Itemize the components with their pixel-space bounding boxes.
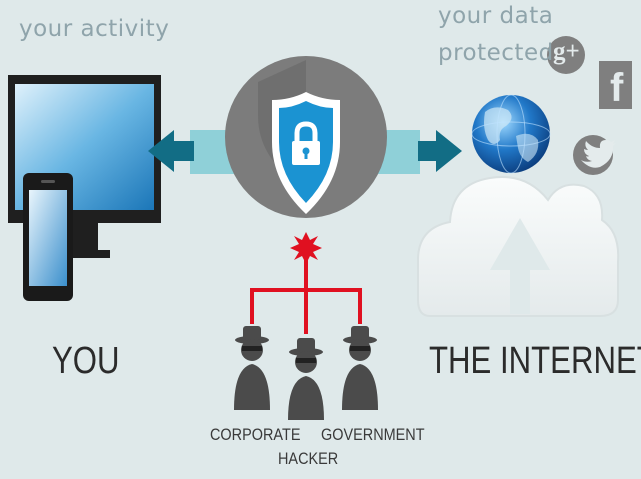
the-internet-label: THE INTERNET	[429, 340, 641, 382]
cloud-upload-icon	[417, 176, 620, 317]
government-label: GOVERNMENT	[321, 425, 425, 444]
facebook-icon	[599, 61, 632, 109]
you-label: YOU	[52, 340, 120, 382]
facebook-glyph: f	[610, 66, 624, 110]
government-spy-figure	[342, 326, 378, 410]
corporate-label: CORPORATE	[210, 425, 301, 444]
protected-label: protected	[438, 40, 554, 66]
smartphone-icon	[23, 173, 73, 301]
threat-connection-lines	[250, 232, 362, 334]
corporate-spy-figure	[234, 326, 270, 410]
shield-lock-icon	[225, 56, 387, 218]
hacker-spy-figure	[288, 338, 324, 420]
hacker-label: HACKER	[278, 449, 339, 468]
your-data-label: your data	[438, 3, 554, 29]
globe-icon	[471, 94, 551, 174]
twitter-icon	[573, 135, 616, 175]
your-activity-label: your activity	[19, 16, 170, 42]
google-plus-icon	[547, 36, 585, 74]
google-plus-glyph: g+	[553, 38, 580, 65]
